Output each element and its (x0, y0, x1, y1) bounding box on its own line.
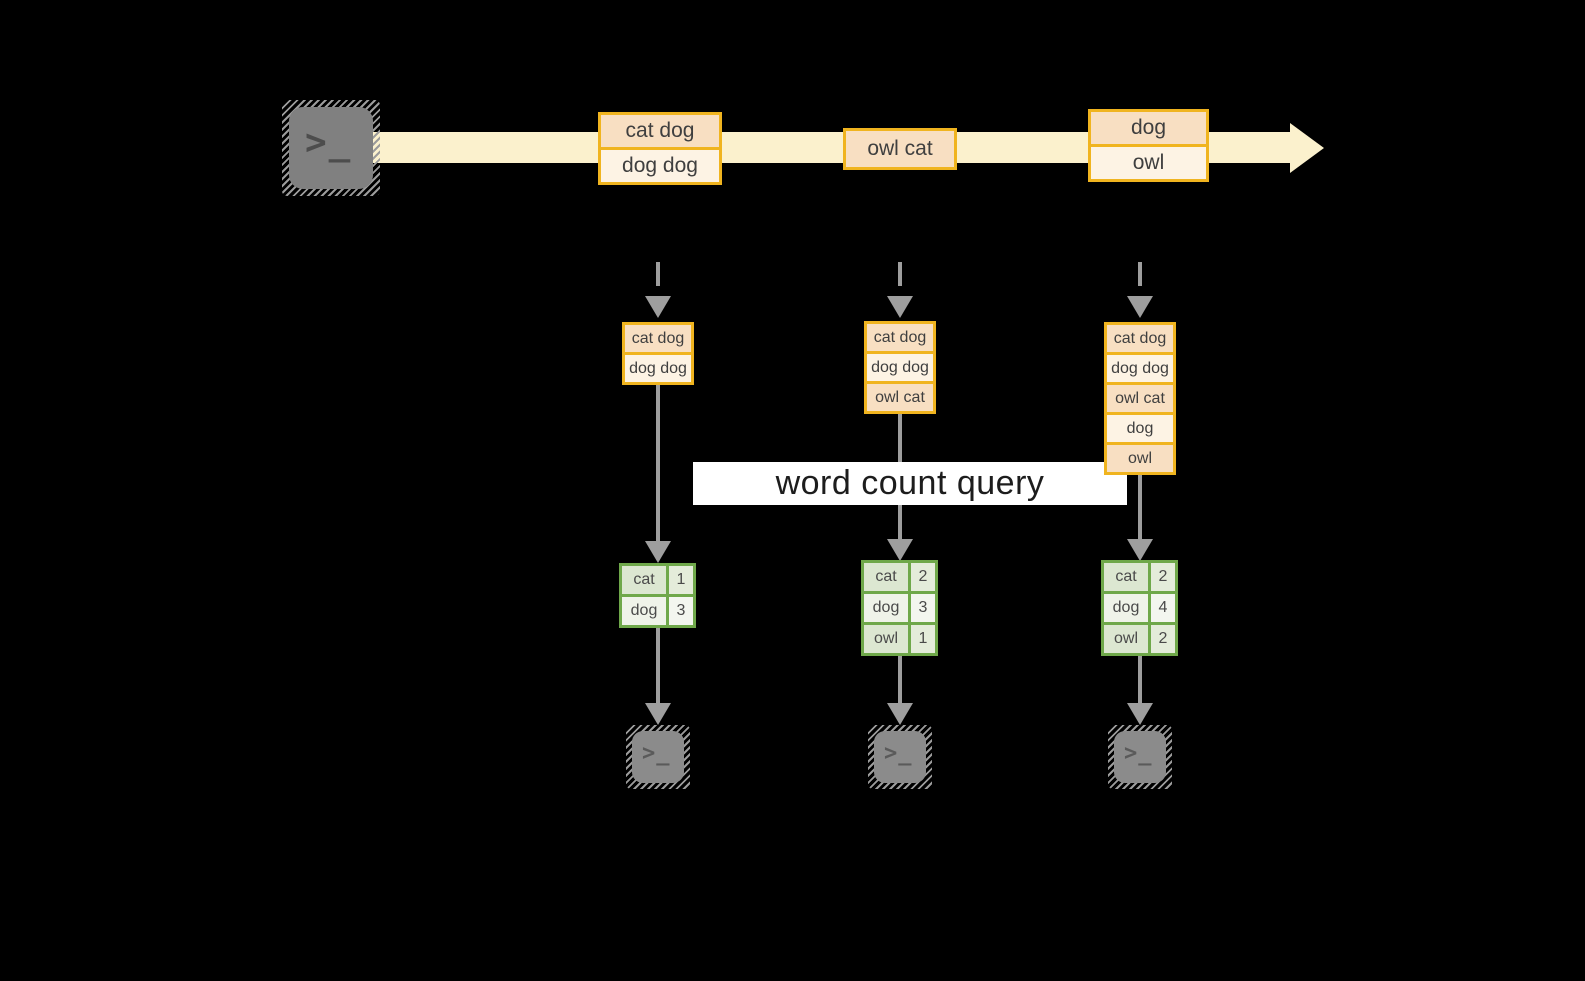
count-value: 3 (911, 594, 935, 622)
flow-line (1138, 475, 1142, 539)
terminal-screen: >_ (289, 107, 373, 189)
stream-message: owl cat (843, 128, 957, 170)
state-row: cat dog (622, 322, 694, 355)
terminal-output-icon: >_ (868, 725, 932, 789)
terminal-source-icon: >_ (282, 100, 380, 196)
count-value: 1 (669, 566, 693, 594)
stream-message: dog dog (598, 147, 722, 185)
dashed-arrow-head-icon (887, 296, 913, 318)
flow-line (656, 628, 660, 703)
terminal-output-icon: >_ (626, 725, 690, 789)
stream-batch-2: owl cat (843, 128, 957, 170)
count-word: cat (864, 563, 908, 591)
stream-message: dog (1088, 109, 1209, 147)
flow-arrow-head-icon (1127, 539, 1153, 561)
flow-line (1138, 656, 1142, 703)
stream-batch-1: cat dog dog dog (598, 112, 722, 185)
count-word: dog (864, 594, 908, 622)
count-word: dog (622, 597, 666, 625)
count-table-2: cat 2 dog 3 owl 1 (861, 560, 938, 656)
state-row: owl (1104, 442, 1176, 475)
count-value: 4 (1151, 594, 1175, 622)
flow-arrow-head-icon (645, 541, 671, 563)
prompt-glyph-icon: >_ (305, 122, 353, 163)
dashed-arrow-head-icon (645, 296, 671, 318)
terminal-output-icon: >_ (1108, 725, 1172, 789)
count-word: cat (1104, 563, 1148, 591)
flow-arrow-head-icon (887, 703, 913, 725)
terminal-screen: >_ (632, 731, 684, 783)
flow-line (656, 383, 660, 541)
stream-message: cat dog (598, 112, 722, 150)
state-stack-1: cat dog dog dog (622, 322, 694, 385)
prompt-glyph-icon: >_ (1124, 741, 1153, 766)
state-stack-2: cat dog dog dog owl cat (864, 321, 936, 414)
state-stack-3: cat dog dog dog owl cat dog owl (1104, 322, 1176, 475)
count-word: owl (1104, 625, 1148, 653)
state-row: cat dog (1104, 322, 1176, 355)
dashed-arrow-icon (656, 262, 660, 286)
prompt-glyph-icon: >_ (642, 741, 671, 766)
count-word: owl (864, 625, 908, 653)
state-row: owl cat (864, 381, 936, 414)
count-table-1: cat 1 dog 3 (619, 563, 696, 628)
count-word: cat (622, 566, 666, 594)
terminal-screen: >_ (1114, 731, 1166, 783)
count-value: 2 (1151, 625, 1175, 653)
query-label: word count query (693, 462, 1127, 505)
flow-arrow-head-icon (645, 703, 671, 725)
flow-arrow-head-icon (887, 539, 913, 561)
state-row: dog dog (622, 352, 694, 385)
terminal-screen: >_ (874, 731, 926, 783)
dashed-arrow-icon (1138, 262, 1142, 286)
dashed-arrow-head-icon (1127, 296, 1153, 318)
state-row: dog (1104, 412, 1176, 445)
stream-message: owl (1088, 144, 1209, 182)
count-value: 2 (911, 563, 935, 591)
count-value: 1 (911, 625, 935, 653)
stream-batch-3: dog owl (1088, 109, 1209, 182)
count-word: dog (1104, 594, 1148, 622)
state-row: dog dog (1104, 352, 1176, 385)
count-table-3: cat 2 dog 4 owl 2 (1101, 560, 1178, 656)
flow-line (898, 656, 902, 703)
prompt-glyph-icon: >_ (884, 741, 913, 766)
state-row: dog dog (864, 351, 936, 384)
state-row: owl cat (1104, 382, 1176, 415)
count-value: 3 (669, 597, 693, 625)
count-value: 2 (1151, 563, 1175, 591)
dashed-arrow-icon (898, 262, 902, 286)
stream-arrow-head-icon (1290, 123, 1324, 173)
state-row: cat dog (864, 321, 936, 354)
flow-arrow-head-icon (1127, 703, 1153, 725)
